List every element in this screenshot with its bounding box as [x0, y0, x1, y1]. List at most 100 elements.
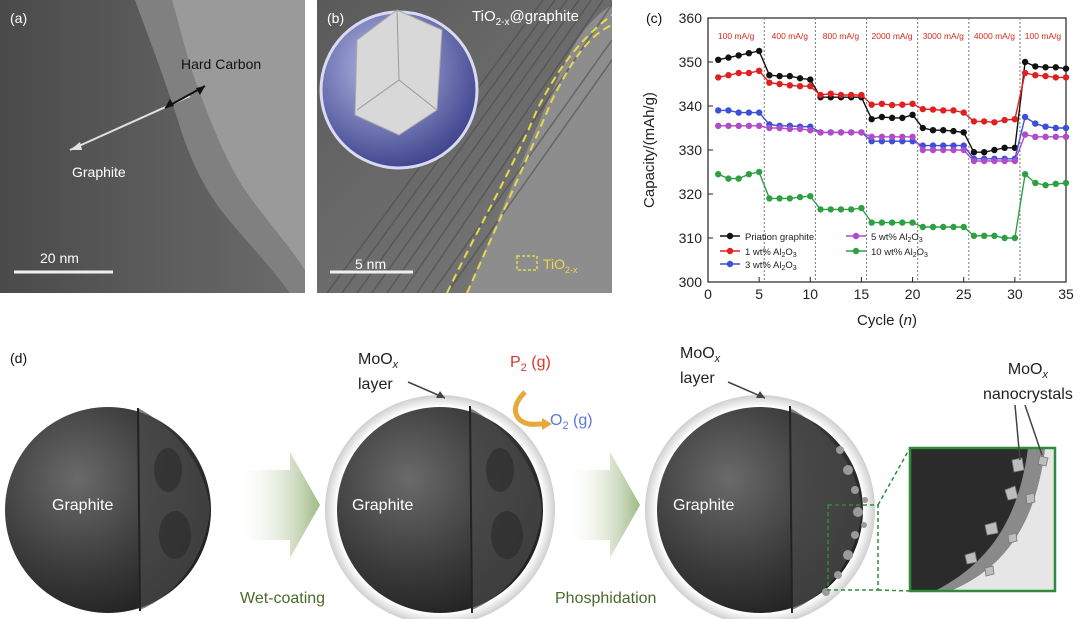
x-axis-label: Cycle (n) [857, 312, 917, 329]
scale-label-b: 5 nm [355, 256, 387, 272]
data-point [766, 195, 773, 202]
data-point [1062, 74, 1070, 81]
data-point [766, 79, 773, 86]
data-point [745, 122, 753, 129]
rate-label: 800 mA/g [823, 31, 860, 41]
data-point [776, 195, 783, 202]
data-point [980, 232, 988, 239]
data-point [960, 142, 967, 149]
data-point [715, 74, 722, 81]
data-point [715, 171, 722, 178]
y-tick-label: 310 [679, 230, 703, 246]
data-point [950, 223, 957, 231]
data-point [807, 127, 814, 134]
data-point [837, 206, 845, 213]
data-point [1001, 116, 1008, 124]
wet-coating-arrow [235, 452, 320, 558]
data-point [1021, 113, 1029, 121]
data-point [1032, 133, 1039, 140]
data-point [980, 118, 988, 125]
x-tick-label: 5 [755, 286, 763, 302]
data-point [807, 83, 814, 90]
y-tick-label: 320 [679, 186, 703, 202]
data-point [940, 127, 947, 134]
rate-label: 3000 mA/g [923, 31, 964, 41]
panel-b-hrtem-image: (b) TiO2-x@graphite 5 nm TiO2-x [317, 0, 612, 293]
rate-label: 100 mA/g [718, 31, 755, 41]
data-point [858, 129, 865, 136]
data-point [715, 107, 722, 114]
data-point [1052, 74, 1059, 81]
data-point [929, 223, 937, 231]
data-point [1062, 133, 1070, 140]
data-point [1062, 179, 1070, 187]
legend-entry: 3 wt% Al2O3 [745, 260, 797, 272]
data-point [796, 75, 804, 82]
data-point [745, 109, 753, 116]
data-point [888, 114, 896, 122]
scale-label-a: 20 nm [40, 250, 79, 266]
tio2-boundary-outer [466, 24, 612, 293]
data-point [1011, 234, 1019, 242]
data-point [1042, 64, 1049, 71]
data-point [888, 219, 896, 226]
data-point [888, 133, 896, 140]
data-point [878, 133, 886, 140]
data-point [1021, 171, 1029, 178]
legend-marker [852, 247, 860, 255]
data-point [848, 91, 855, 99]
data-point [735, 109, 742, 116]
data-point [899, 133, 906, 140]
o2-gas-label: O2 (g) [550, 412, 593, 433]
data-point [1021, 58, 1029, 66]
data-point [715, 56, 722, 63]
moox-coated-sphere [325, 395, 555, 619]
rate-label: 2000 mA/g [872, 31, 913, 41]
data-point [755, 168, 763, 176]
data-point [796, 193, 804, 201]
data-point [1011, 144, 1019, 151]
data-point [878, 113, 886, 121]
x-tick-label: 10 [802, 286, 818, 302]
data-point [735, 52, 742, 59]
data-point [868, 219, 875, 226]
data-point [817, 91, 824, 99]
data-point [755, 47, 763, 55]
x-tick-label: 15 [854, 286, 870, 302]
data-point [1052, 124, 1059, 132]
data-point [940, 107, 947, 114]
data-point [878, 138, 886, 145]
panel-c-tag: (c) [646, 10, 663, 26]
data-point [950, 146, 957, 154]
data-point [940, 223, 947, 231]
data-point [960, 223, 967, 231]
data-point [888, 138, 896, 145]
data-point [940, 146, 947, 154]
legend-entry: 5 wt% Al2O3 [871, 232, 923, 244]
zoom-source-box [827, 504, 879, 591]
panel-a-tag: (a) [10, 10, 28, 26]
data-point [786, 125, 794, 133]
graphite-label-a: Graphite [72, 164, 126, 180]
data-point [755, 109, 763, 116]
data-point [786, 195, 794, 202]
hrtem-image-b [317, 0, 612, 293]
data-point [909, 219, 916, 226]
data-point [919, 146, 926, 154]
y-tick-label: 350 [679, 54, 703, 70]
data-point [970, 157, 978, 165]
p2-gas-label: P2 (g) [510, 354, 551, 375]
graphite-label-d3: Graphite [673, 497, 735, 514]
data-point [970, 232, 978, 239]
data-point [725, 122, 732, 129]
data-point [725, 54, 732, 61]
data-point [899, 138, 906, 145]
data-point [868, 133, 875, 140]
data-point [929, 142, 937, 149]
data-point [1032, 179, 1039, 187]
data-point [766, 124, 773, 132]
legend-marker [726, 232, 734, 240]
data-point [1001, 144, 1008, 151]
data-point [715, 122, 722, 129]
